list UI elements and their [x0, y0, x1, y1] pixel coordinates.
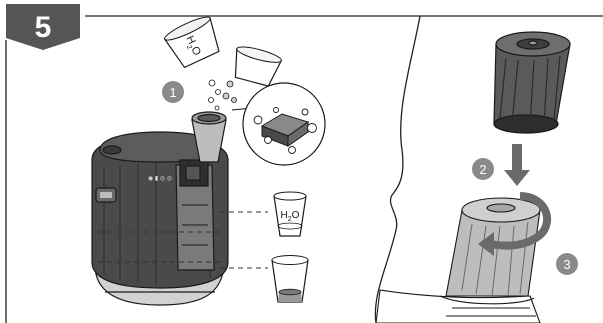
step-number: 5 — [35, 11, 52, 44]
callout-3-label: 3 — [563, 257, 570, 272]
callout-1-label: 1 — [169, 85, 176, 100]
tablet-zoom — [232, 83, 325, 165]
callout-1: 1 — [162, 81, 184, 103]
svg-text:◉ ▮ ◎ ◎: ◉ ▮ ◎ ◎ — [148, 176, 172, 182]
water-tank-icon: ◉ ▮ ◎ ◎ — [92, 112, 228, 305]
falling-tablets — [223, 81, 237, 103]
panel-divider — [375, 16, 420, 323]
arrow-down-icon — [504, 144, 530, 186]
callout-2: 2 — [472, 158, 494, 180]
filter-installed — [376, 198, 540, 323]
pour-cup-tablets — [230, 44, 283, 88]
callout-3: 3 — [556, 253, 578, 275]
measuring-cup-low — [272, 256, 308, 303]
measuring-cup-full: H2O — [274, 192, 306, 236]
pour-cup-h2o: H2O — [163, 13, 225, 69]
step-badge: 5 — [6, 4, 80, 50]
filter-cartridge-icon — [494, 32, 570, 133]
water-drops — [209, 80, 221, 110]
callout-2-label: 2 — [479, 162, 486, 177]
